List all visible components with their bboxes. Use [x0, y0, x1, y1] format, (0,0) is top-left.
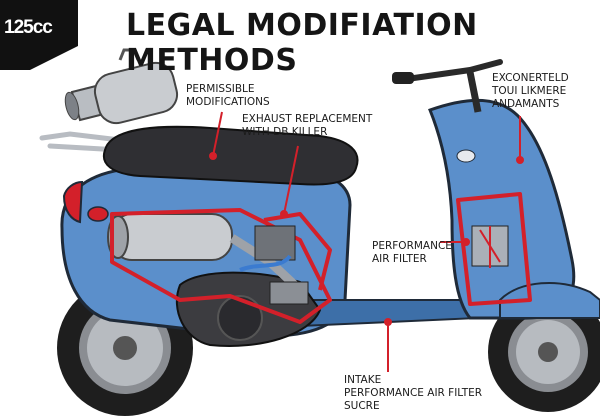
callout-leaders — [209, 111, 524, 372]
handlebar — [397, 59, 503, 83]
engine-size-badge — [0, 0, 78, 70]
internal-components — [239, 225, 509, 305]
callout-exhaust-replacement: EXHAUST REPLACEMENT WITH DB KILLER — [242, 113, 373, 138]
steering-column — [466, 71, 482, 113]
replacement-muffler-illustration — [64, 48, 179, 125]
side-light — [87, 206, 109, 222]
engine-size-label: 125cc — [4, 17, 53, 38]
handlebar-grip — [392, 72, 414, 84]
crankcase-cover — [217, 295, 263, 341]
front-badge — [456, 149, 476, 163]
callout-performance-air-filter: PERFORMANCE AIR FILTER — [372, 240, 452, 265]
front-fender — [499, 282, 600, 319]
tail-light — [62, 180, 84, 224]
callout-permissible-modifications: PERMISSIBLE MODIFICATIONS — [186, 83, 270, 108]
callout-controller: EXCONERTELD TOUI LIKMERE ANDAMANTS — [492, 72, 569, 110]
callout-intake: INTAKE PERFORMANCE AIR FILTER SUCRE — [344, 374, 483, 412]
front-wheel — [488, 292, 600, 412]
page-title: LEGAL MODIFIATION METHODS — [126, 8, 478, 78]
